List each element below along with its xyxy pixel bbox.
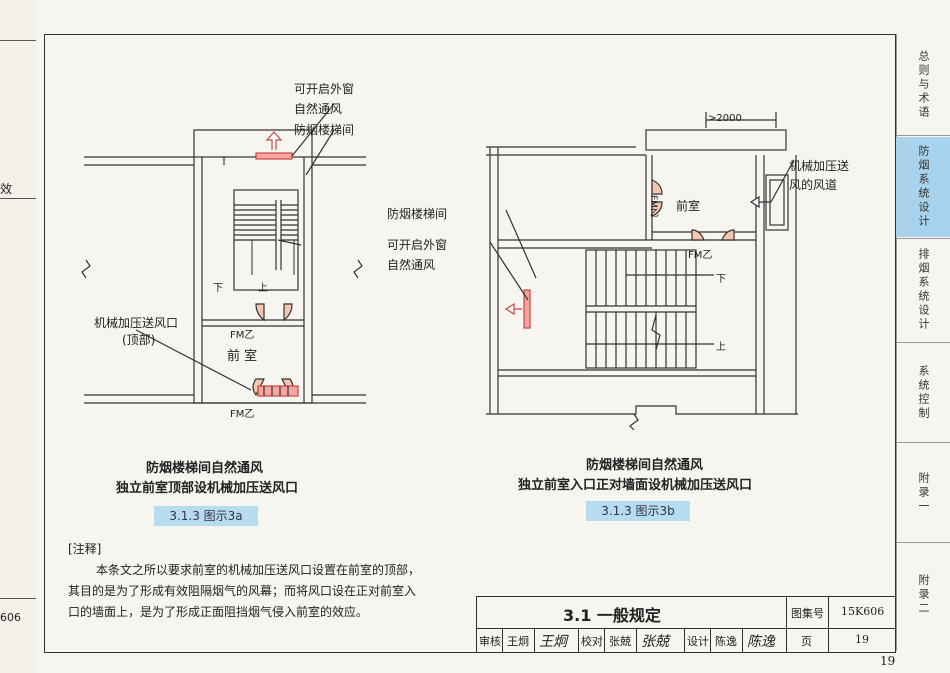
- drawing-page: 总则与术语 防烟系统设计 排烟系统设计 系统控制 附录一 附录二: [36, 0, 950, 673]
- check-name: 张兢: [609, 635, 631, 648]
- check-signature: 张兢: [641, 634, 669, 650]
- fig-b-vent-label: 自然通风: [387, 258, 436, 272]
- review-label: 审核: [479, 635, 501, 648]
- fig-a-anteroom-label: 前 室: [227, 349, 258, 364]
- fig-a-vent-label: 自然通风: [294, 102, 343, 116]
- page-label: 页: [801, 635, 812, 648]
- design-name: 陈逸: [715, 635, 737, 648]
- left-page-edge: 效 606: [0, 0, 37, 673]
- fig-a-up-label: 上: [258, 283, 268, 294]
- fig-a-fan-outlet-sub: (顶部): [122, 333, 156, 347]
- review-signature: 王炯: [539, 634, 567, 650]
- check-label: 校对: [581, 635, 603, 648]
- fig-a-down-label: 下: [213, 283, 223, 294]
- fig-b-tag: 3.1.3 图示3b: [586, 501, 690, 521]
- left-page-fragment-code: 606: [0, 611, 21, 624]
- figure-a-floor-plan: [81, 103, 366, 404]
- fig-b-fm-left: FM乙: [648, 195, 658, 217]
- fig-a-stair-label: 防烟楼梯间: [294, 123, 355, 137]
- notes-line-1: 本条文之所以要求前室的机械加压送风口设置在前室的顶部，: [96, 563, 421, 577]
- page-number: 19: [880, 654, 896, 668]
- design-label: 设计: [687, 635, 709, 648]
- notes-title: [注释]: [68, 542, 102, 556]
- fig-a-tag: 3.1.3 图示3a: [154, 506, 258, 526]
- fig-a-caption-1: 防烟楼梯间自然通风: [146, 461, 264, 476]
- tab-appendix-1[interactable]: 附录一: [917, 471, 930, 514]
- fig-b-fm-bottom: FM乙: [688, 250, 713, 261]
- page-value: 19: [855, 633, 869, 646]
- tab-general[interactable]: 总则与术语: [917, 50, 930, 120]
- tab-system-control[interactable]: 系统控制: [917, 364, 930, 421]
- fig-a-fm-upper: FM乙: [230, 330, 255, 341]
- fig-b-caption-1: 防烟楼梯间自然通风: [586, 458, 704, 473]
- design-signature: 陈逸: [747, 634, 775, 650]
- fig-b-window-label: 可开启外窗: [387, 238, 448, 252]
- fig-a-fm-lower: FM乙: [230, 409, 255, 420]
- tab-smoke-exhaust[interactable]: 排烟系统设计: [917, 248, 930, 332]
- tab-smoke-prevention[interactable]: 防烟系统设计: [896, 137, 950, 237]
- figure-b-floor-plan: [486, 112, 798, 430]
- fig-a-fan-outlet-label: 机械加压送风口: [94, 316, 179, 330]
- review-name: 王炯: [507, 635, 529, 648]
- fig-b-down-label: 下: [716, 274, 726, 285]
- fig-b-dimension: >2000: [708, 113, 742, 124]
- notes-line-3: 口的墙面上，是为了形成正面阻挡烟气侵入前室的效应。: [68, 605, 369, 619]
- fig-b-duct-label-2: 风的风道: [789, 178, 838, 192]
- page-frame: [44, 34, 896, 653]
- fig-b-stair-label: 防烟楼梯间: [387, 207, 448, 221]
- fig-b-anteroom-label: 前室: [676, 199, 701, 213]
- title-block: 3.1 一般规定 图集号 15K606 审核 王炯 王炯 校对 张兢 张兢 设计…: [476, 596, 895, 652]
- left-page-fragment-text: 效: [0, 182, 13, 196]
- section-title: 3.1 一般规定: [563, 606, 661, 625]
- notes-line-2: 其目的是为了形成有效阻隔烟气的风幕；而将风口设在正对前室入: [68, 584, 417, 598]
- tab-appendix-2[interactable]: 附录二: [917, 574, 930, 616]
- fig-b-up-label: 上: [716, 342, 726, 353]
- fig-a-caption-2: 独立前室顶部设机械加压送风口: [116, 481, 299, 496]
- atlas-value: 15K606: [841, 605, 885, 618]
- fig-a-window-label: 可开启外窗: [294, 82, 355, 96]
- fig-b-duct-label-1: 机械加压送: [789, 159, 850, 173]
- fig-b-caption-2: 独立前室入口正对墙面设机械加压送风口: [518, 478, 753, 493]
- atlas-label: 图集号: [791, 607, 824, 620]
